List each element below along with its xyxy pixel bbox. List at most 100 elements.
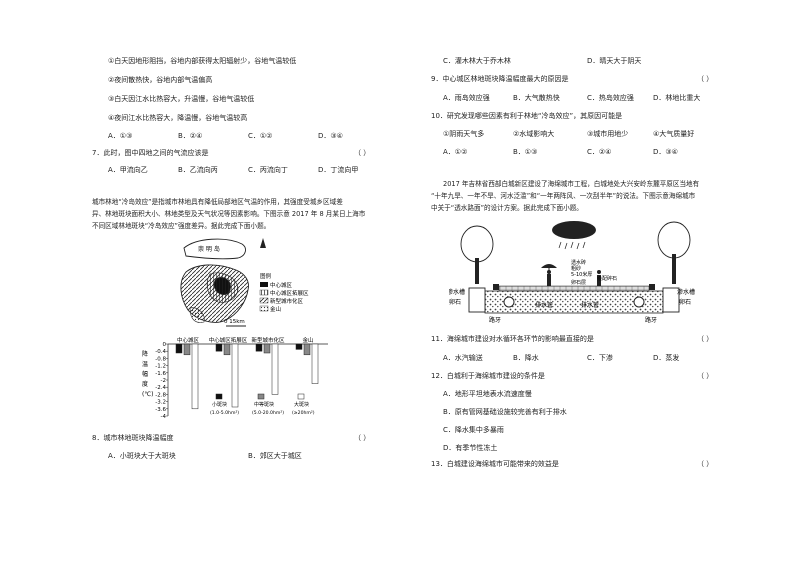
legend-swatch-newurban (259, 297, 269, 304)
bar (223, 343, 231, 356)
y-tick-label: -0.8 (155, 356, 166, 362)
y-tick-label: -2.4 (155, 385, 166, 391)
y-tick-label: -0.4 (155, 349, 166, 355)
layer-label-1: 透水砖 (571, 259, 586, 266)
q6-choice-a: A．①③ (108, 132, 133, 140)
q7-choice-c: C．丙流向丁 (248, 166, 288, 174)
category-label: 中心城区 (177, 336, 200, 344)
y-tick-label: -3.6 (155, 407, 166, 413)
q12-stem: 12．白城利于海绵城市建设的条件是 (431, 372, 545, 380)
y-tick-label: -3.2 (155, 400, 166, 406)
q12-answer-paren: （ ） (697, 372, 714, 380)
bar (191, 343, 199, 410)
layer-label-4: 级配碎石 (597, 275, 617, 282)
passage2-line-3: 中关于“透水路面”的设计方案。据此完成下面小题。 (431, 204, 583, 212)
map-legend-title: 图例 (260, 272, 272, 280)
q10-opt-2: ②水域影响大 (513, 130, 555, 138)
y-axis-label-char: 降 (142, 350, 148, 358)
y-tick-label: -1.2 (155, 364, 166, 370)
q10-opt-4: ④大气质量好 (653, 130, 695, 138)
category-label: 金山 (302, 336, 313, 344)
left-seep-trench (468, 287, 486, 313)
q9-choice-a: A．雨岛效应强 (443, 94, 490, 102)
side-label-right-1: 渗水槽 (677, 288, 695, 296)
q8-stem: 8．城市林地斑块降温幅度 (92, 434, 174, 442)
passage-line-1: 城市林地“冷岛效应”是指城市林地具有降低局部地区气温的作用，其强度受城乡区域差 (92, 198, 343, 206)
y-tick-label: 0 (163, 342, 167, 348)
legend-swatch (257, 393, 265, 400)
y-tick-label: -1.6 (155, 371, 166, 377)
q7-answer-paren: （ ） (354, 149, 371, 157)
map-legend-3: 新型城市化区 (270, 297, 304, 305)
side-label-right-2: 卵石 (679, 298, 691, 306)
q10-choice-a: A．①② (443, 148, 468, 156)
tree-right-icon (657, 221, 691, 284)
q8-choice-c: C．灌木林大于乔木林 (443, 57, 511, 65)
q8-answer-paren: （ ） (354, 434, 371, 442)
curb-left (493, 284, 499, 290)
curb-label-left: 路牙 (489, 316, 501, 324)
q11-choice-a: A．水汽输送 (443, 354, 483, 362)
option-line-3: ③白天因江水比热容大，升温慢，谷地气温较低 (108, 95, 255, 103)
y-tick-label: -4 (161, 414, 167, 420)
q11-answer-paren: （ ） (697, 335, 714, 343)
map-legend-4: 金山 (270, 305, 281, 313)
legend-swatch (215, 393, 223, 400)
q8-choice-a: A．小斑块大于大斑块 (108, 452, 176, 460)
pipe-label-1: 排水管 (535, 301, 553, 309)
y-tick-label: -2 (161, 378, 166, 384)
island-label: 崇 明 岛 (198, 245, 220, 253)
layer-label-5: 卵石层 (571, 279, 586, 286)
layer-label-2: 粗砂 (571, 265, 581, 272)
legend-label: 中等斑块 (254, 401, 274, 408)
legend-swatch-jinshan (259, 305, 269, 312)
layer-label-3: 5-10米厚 (571, 271, 592, 278)
side-label-left-2: 卵石 (449, 298, 461, 306)
q11-choice-d: D．蒸发 (653, 354, 680, 362)
option-line-1: ①白天因地形阻挡，谷地内部获得太阳辐射少，谷地气温较低 (108, 57, 297, 65)
bar (175, 343, 183, 354)
y-axis-label-char: (℃) (142, 391, 153, 398)
map-legend-1: 中心城区 (270, 281, 293, 289)
q10-choice-b: B．①③ (513, 148, 538, 156)
q11-stem: 11．海绵城市建设对水循环各环节的影响最直接的是 (431, 335, 594, 343)
category-label: 中心城区拓展区 (209, 336, 248, 344)
q12-opt-c: C．降水集中多暴雨 (443, 426, 504, 434)
center-expansion-area (206, 272, 239, 303)
legend-label: 大斑块 (294, 401, 309, 408)
shanghai-map: 崇 明 岛 图例 中心城区 中心城区拓展区 新型城市化区 金山 0 15km (180, 238, 309, 327)
legend-sublabel: (≥20hm²) (292, 410, 315, 416)
passage2-line-1: 2017 年吉林省西部白城新区建设了海绵城市工程，白城地处大兴安岭东麓平原区当地… (443, 180, 700, 188)
y-tick-label: -2.8 (155, 392, 166, 398)
q12-opt-b: B．原有管网基础设施较完善有利于排水 (443, 408, 567, 416)
q10-opt-1: ①阴雨天气多 (443, 130, 485, 138)
q12-opt-a: A．地形平坦地表水流速度慢 (443, 390, 532, 398)
q10-stem: 10．研究发现哪些因素有利于林地“冷岛效应”，其原因可能是 (431, 112, 623, 120)
q8-choice-b: B．郊区大于城区 (248, 452, 302, 460)
map-scale: 0 15km (224, 319, 245, 325)
right-seep-trench (662, 287, 680, 313)
curb-label-right: 路牙 (645, 316, 657, 324)
permeable-brick-layer (498, 285, 650, 292)
bar (303, 343, 311, 356)
passage-line-3: 不同区域林地斑块“冷岛效应”强度差异。据此完成下面小题。 (92, 222, 271, 230)
q6-choice-b: B．②④ (178, 132, 203, 140)
q6-choice-d: D．③④ (318, 132, 343, 140)
q10-opt-3: ③城市用地少 (587, 130, 629, 138)
bar (183, 343, 191, 356)
q7-choice-d: D．丁流向甲 (318, 166, 359, 174)
bar (215, 343, 223, 352)
q8-choice-d: D．晴天大于阴天 (587, 57, 642, 65)
map-legend-2: 中心城区拓展区 (270, 289, 309, 297)
y-axis-label-char: 幅 (142, 370, 148, 378)
bar (295, 343, 303, 350)
bar (271, 343, 279, 395)
permeable-road-diagram: 透水砖 粗砂 5-10米厚 级配碎石 卵石层 排水管 排水管 路牙 路牙 渗水槽… (449, 221, 695, 324)
category-label: 新型城市化区 (251, 336, 285, 344)
legend-swatch-center (260, 282, 268, 287)
north-arrow-icon (260, 238, 266, 248)
q11-choice-b: B．降水 (513, 354, 539, 362)
y-axis-label-char: 温 (142, 360, 148, 368)
legend-swatch-expansion (259, 289, 269, 296)
